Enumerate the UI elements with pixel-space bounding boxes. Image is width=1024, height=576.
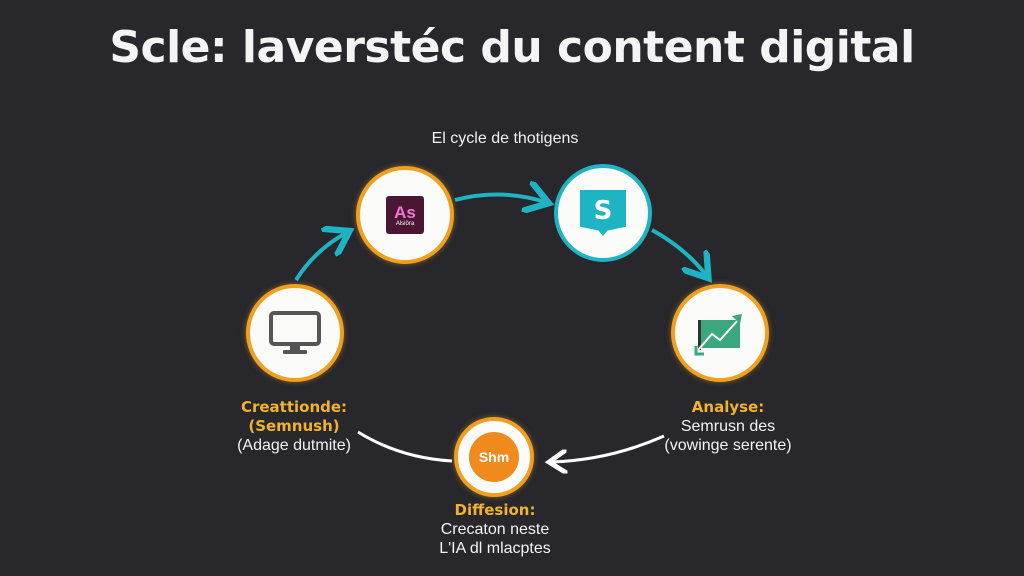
node-analyse (671, 284, 769, 382)
arrow-analyse-to-diffusion (552, 434, 665, 462)
arrow-as-to-s (454, 194, 545, 202)
s-shield-icon: S (580, 190, 626, 236)
node-diffusion: Shm (454, 417, 534, 497)
analyse-heading: Analyse: (691, 398, 765, 416)
creation-heading: Creattionde: (240, 398, 348, 416)
shm-logo-text: Shm (478, 449, 510, 465)
label-analyse: Analyse: Semrusn des (vowinge serente) (648, 398, 808, 455)
creation-line2: (Adage dutmite) (237, 437, 351, 454)
analyse-line1: Semrusn des (680, 418, 776, 435)
arrow-creation-to-as (294, 233, 346, 282)
as-logo-text: As (394, 202, 416, 222)
s-logo-text: S (593, 196, 613, 226)
monitor-icon (269, 311, 321, 354)
diffusion-heading: Diffesion: (454, 501, 536, 519)
node-as: As Alsiöra (356, 166, 454, 264)
growth-chart-icon (694, 314, 742, 356)
line-diffusion-to-creation (357, 430, 453, 463)
shm-badge-icon: Shm (469, 432, 519, 482)
label-creation: Creattionde: (Semnush) (Adage dutmite) (214, 398, 374, 455)
diffusion-line2: L'IA dl mlacptes (439, 540, 551, 557)
as-app-icon: As Alsiöra (386, 196, 424, 234)
analyse-line2: (vowinge serente) (664, 437, 792, 454)
diffusion-line1: Crecaton neste (440, 521, 550, 538)
node-s: S (554, 164, 652, 262)
page-title: Scle: laverstéc du content digital (109, 22, 915, 73)
as-logo-subtext: Alsiöra (395, 220, 415, 227)
diagram-subtitle: El cycle de thotigens (431, 130, 579, 147)
label-diffusion: Diffesion: Crecaton neste L'IA dl mlacpt… (410, 501, 580, 558)
node-creation (246, 284, 344, 382)
arrow-s-to-analyse (651, 228, 706, 275)
creation-line1: (Semnush) (248, 417, 340, 435)
